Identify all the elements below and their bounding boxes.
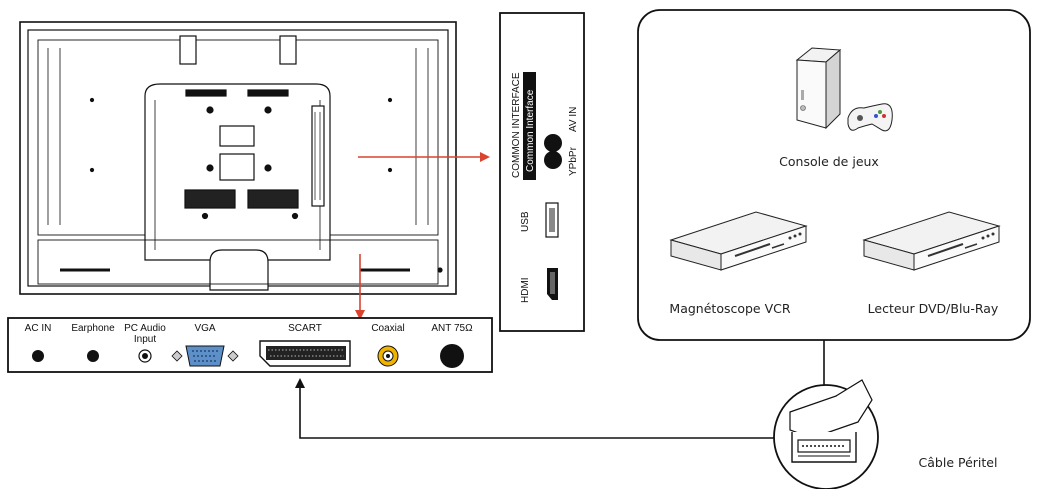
bottom-panel: AC IN Earphone PC Audio Input VGA SCART … [7, 317, 493, 373]
av-in-label: AV IN [568, 107, 579, 132]
arrow-to-side-panel [358, 152, 490, 162]
cable-label: Câble Péritel [919, 455, 998, 470]
dvd-icon [862, 211, 1001, 271]
cable-arrowhead [295, 378, 305, 388]
usb-label: USB [520, 211, 531, 232]
port-label-pc-audio-2: Input [134, 334, 156, 345]
common-interface-slot [523, 72, 536, 180]
console-icon [795, 47, 893, 132]
dvd-label: Lecteur DVD/Blu-Ray [868, 301, 999, 316]
tv-back [19, 21, 457, 295]
ac-in-jack [32, 350, 44, 362]
coaxial-jack [377, 345, 399, 367]
port-label-ac-in: AC IN [25, 323, 52, 334]
console-label: Console de jeux [779, 154, 879, 169]
ypbpr-label: YPbPr [568, 146, 579, 176]
port-label-scart: SCART [288, 323, 322, 334]
port-label-coaxial: Coaxial [371, 323, 404, 334]
port-label-pc-audio: PC Audio [124, 323, 166, 334]
side-panel: COMMON INTERFACE Common Interface AV IN … [499, 12, 585, 332]
common-interface-title: COMMON INTERFACE [511, 72, 522, 178]
port-label-vga: VGA [194, 323, 215, 334]
scart-port [259, 340, 351, 367]
earphone-jack [87, 350, 99, 362]
vcr-label: Magnétoscope VCR [669, 301, 790, 316]
hdmi-label: HDMI [520, 277, 531, 303]
port-label-earphone: Earphone [71, 323, 115, 334]
av-in-jack [544, 134, 562, 152]
vcr-icon [669, 211, 808, 271]
scart-plug-icon [773, 379, 879, 489]
arrow-to-bottom-panel [355, 254, 365, 320]
devices-box: Console de jeux Magnétoscope VCR Lecteur… [637, 9, 1031, 341]
ant-jack [440, 344, 464, 368]
common-interface-slot-label: Common Interface [525, 89, 536, 172]
vga-port [171, 345, 239, 367]
ypbpr-jack [544, 151, 562, 169]
port-label-ant: ANT 75Ω [431, 323, 473, 334]
